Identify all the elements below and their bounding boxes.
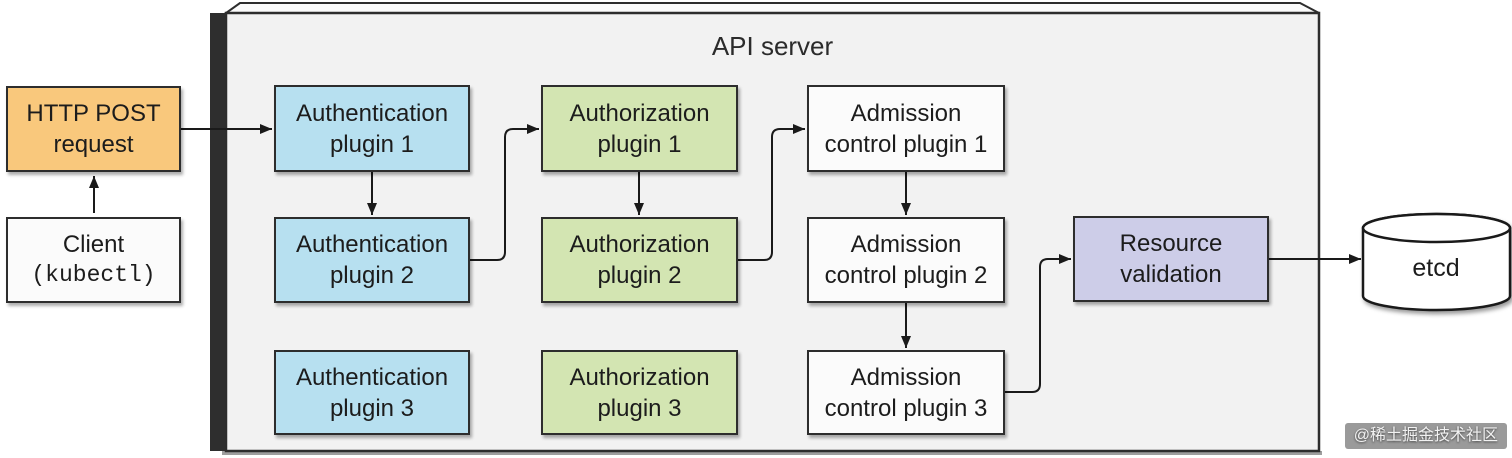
authentication-plugin-3-node: Authentication plugin 3 <box>274 350 470 435</box>
admission-control-plugin-3-line2: control plugin 3 <box>824 394 988 422</box>
authorization-plugin-2-line2: plugin 2 <box>597 262 682 289</box>
authentication-plugin-2-line2: plugin 2 <box>329 262 415 289</box>
authentication-plugin-2-node: Authentication plugin 2 <box>274 217 470 303</box>
authorization-plugin-1-node: Authorization plugin 1 <box>541 85 738 172</box>
authorization-plugin-1-line1: Authorization <box>569 99 710 127</box>
api-server-container-bottom-shadow <box>222 451 1322 455</box>
resource-validation-node: Resource validation <box>1073 216 1269 302</box>
client-node: Client (kubectl) <box>6 217 181 303</box>
api-server-container-left-edge <box>210 13 226 451</box>
api-server-title: API server <box>711 31 834 61</box>
admission-control-plugin-3-node: Admission control plugin 3 <box>807 350 1005 435</box>
authorization-plugin-3-node: Authorization plugin 3 <box>541 350 738 435</box>
connector-authorization2-to-admission1 <box>738 124 805 261</box>
authorization-plugin-3-line1: Authorization <box>569 363 710 391</box>
authentication-plugin-2-line1: Authentication <box>295 231 449 258</box>
authentication-plugin-1-line2: plugin 1 <box>329 130 415 158</box>
authentication-plugin-1-line1: Authentication <box>295 99 449 127</box>
authentication-plugin-3-line1: Authentication <box>295 363 449 391</box>
client-kubectl-label: (kubectl) <box>31 262 156 288</box>
authentication-plugin-1-node: Authentication plugin 1 <box>274 85 470 172</box>
http-post-request-node: HTTP POST request <box>6 86 181 172</box>
admission-control-plugin-3-line1: Admission <box>850 363 962 391</box>
admission-control-plugin-2-line1: Admission <box>850 231 962 258</box>
resource-validation-line2: validation <box>1120 261 1222 288</box>
resource-validation-line1: Resource <box>1119 230 1223 257</box>
authentication-plugin-3-line2: plugin 3 <box>329 394 415 422</box>
admission-control-plugin-2-line2: control plugin 2 <box>824 262 988 289</box>
http-post-request-line1: HTTP POST <box>26 100 161 127</box>
connector-authentication2-to-authorization1 <box>470 124 539 261</box>
authorization-plugin-2-line1: Authorization <box>569 231 710 258</box>
authorization-plugin-3-line2: plugin 3 <box>597 394 682 422</box>
api-server-container-top-face <box>222 1 1320 14</box>
authorization-plugin-2-node: Authorization plugin 2 <box>541 217 738 303</box>
admission-control-plugin-1-line2: control plugin 1 <box>824 130 988 158</box>
client-label: Client <box>62 231 125 258</box>
connectors-layer <box>89 124 1361 393</box>
connector-admission3-to-resource-validation <box>1005 254 1071 393</box>
http-post-request-line2: request <box>53 131 134 158</box>
etcd-label: etcd <box>1412 254 1459 282</box>
admission-control-plugin-1-node: Admission control plugin 1 <box>807 85 1005 172</box>
admission-control-plugin-1-line1: Admission <box>850 99 962 127</box>
admission-control-plugin-2-node: Admission control plugin 2 <box>807 217 1005 303</box>
authorization-plugin-1-line2: plugin 1 <box>597 130 682 158</box>
juejin-watermark: @稀土掘金技术社区 <box>1344 423 1507 449</box>
etcd-cylinder: etcd <box>1361 212 1512 312</box>
